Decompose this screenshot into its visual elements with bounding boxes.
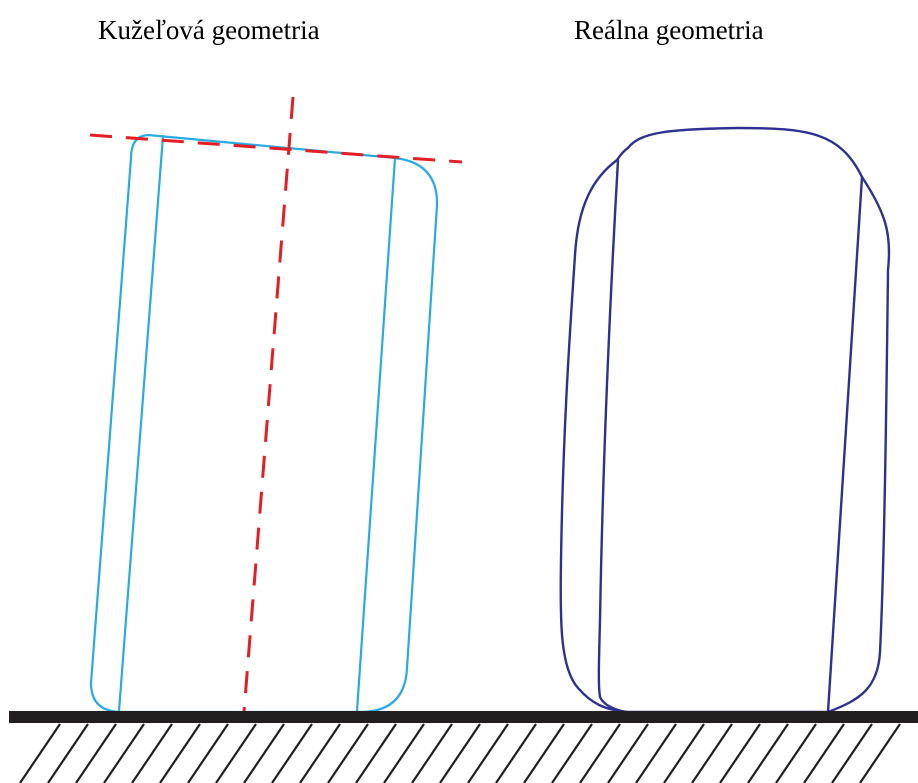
real-tire-left-shoulder-line (597, 158, 628, 714)
ground-hatching (19, 723, 901, 783)
ground-hatch-line (747, 723, 789, 783)
ground-hatch-line (383, 723, 425, 783)
ground-hatch-line (579, 723, 621, 783)
ground-hatch-line (75, 723, 117, 783)
ground-hatch-line (803, 723, 845, 783)
ground-hatch-line (551, 723, 593, 783)
ground-hatch-line (523, 723, 565, 783)
ground-hatch-line (47, 723, 89, 783)
ground-hatch-line (831, 723, 873, 783)
ground-hatch-line (663, 723, 705, 783)
conical-tire-left-groove (117, 134, 165, 713)
ground (9, 711, 918, 783)
ground-hatch-line (159, 723, 201, 783)
ground-hatch-line (187, 723, 229, 783)
ground-hatch-line (103, 723, 145, 783)
real-geometry-label: Reálna geometria (574, 15, 764, 45)
real-tire-profile (559, 126, 891, 714)
ground-hatch-line (859, 723, 901, 783)
ground-hatch-line (691, 723, 733, 783)
ground-line (9, 711, 918, 723)
ground-hatch-line (439, 723, 481, 783)
ground-hatch-line (607, 723, 649, 783)
conical-tire-profile (89, 133, 439, 714)
ground-hatch-line (719, 723, 761, 783)
ground-hatch-line (327, 723, 369, 783)
real-tire-right-shoulder-line (826, 175, 864, 714)
conical-tire-right-groove (355, 156, 397, 713)
conical-geometry-label: Kužeľová geometria (98, 15, 320, 45)
ground-hatch-line (355, 723, 397, 783)
ground-hatch-line (299, 723, 341, 783)
ground-hatch-line (411, 723, 453, 783)
ground-hatch-line (243, 723, 285, 783)
ground-hatch-line (215, 723, 257, 783)
real-tire-outline (559, 126, 891, 714)
conical-tire-center-axis-line (242, 96, 295, 713)
ground-hatch-line (271, 723, 313, 783)
ground-hatch-line (635, 723, 677, 783)
ground-hatch-line (775, 723, 817, 783)
ground-hatch-line (131, 723, 173, 783)
ground-hatch-line (495, 723, 537, 783)
ground-hatch-line (467, 723, 509, 783)
ground-hatch-line (19, 723, 61, 783)
conical-tire-outline (89, 133, 439, 714)
axis-reference-lines (89, 96, 463, 713)
conical-tire-top-axis-line (89, 133, 463, 164)
